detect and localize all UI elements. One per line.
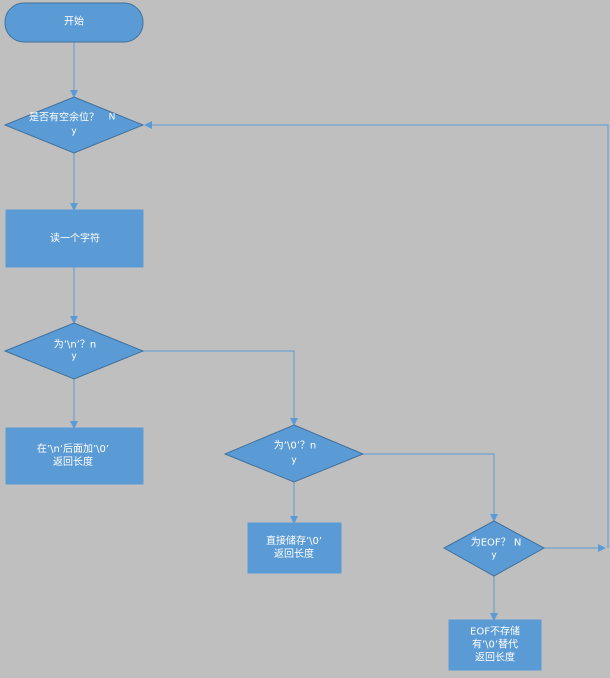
- eof-check-decision: [442, 520, 546, 577]
- eof-action-process: [448, 619, 542, 671]
- start-terminal: [4, 2, 144, 43]
- connector-null-no: [363, 453, 498, 522]
- connector-loop-back: [144, 121, 609, 548]
- connector-newline-no: [143, 350, 298, 426]
- read-char-process: [5, 209, 144, 268]
- space-check-decision: [3, 96, 145, 154]
- read-char-label: 读一个字符: [50, 233, 100, 245]
- newline-check-decision: [3, 322, 145, 380]
- eof-action-label: EOF不存储 有’\0’替代 返回长度: [470, 626, 520, 664]
- newline-check-yes-label: y: [71, 351, 77, 362]
- space-check-no-label: N: [108, 112, 116, 123]
- newline-check-label: 为’\n’？n: [53, 339, 97, 351]
- start-label: 开始: [64, 16, 84, 28]
- space-check-label: 是否有空余位？: [29, 112, 99, 124]
- space-check-yes-label: y: [71, 126, 77, 137]
- eof-check-label: 为EOF？ N: [470, 537, 522, 549]
- null-check-yes-label: y: [291, 455, 297, 466]
- append-null-label: 在’\n’后面加’\0’ 返回长度: [36, 444, 110, 468]
- store-null-process: [247, 522, 342, 574]
- null-check-label: 为’\0’？n: [273, 440, 317, 452]
- eof-check-yes-label: y: [491, 550, 497, 561]
- append-null-process: [5, 427, 144, 485]
- null-check-decision: [223, 424, 365, 483]
- store-null-label: 直接储存’\0’ 返回长度: [265, 536, 323, 560]
